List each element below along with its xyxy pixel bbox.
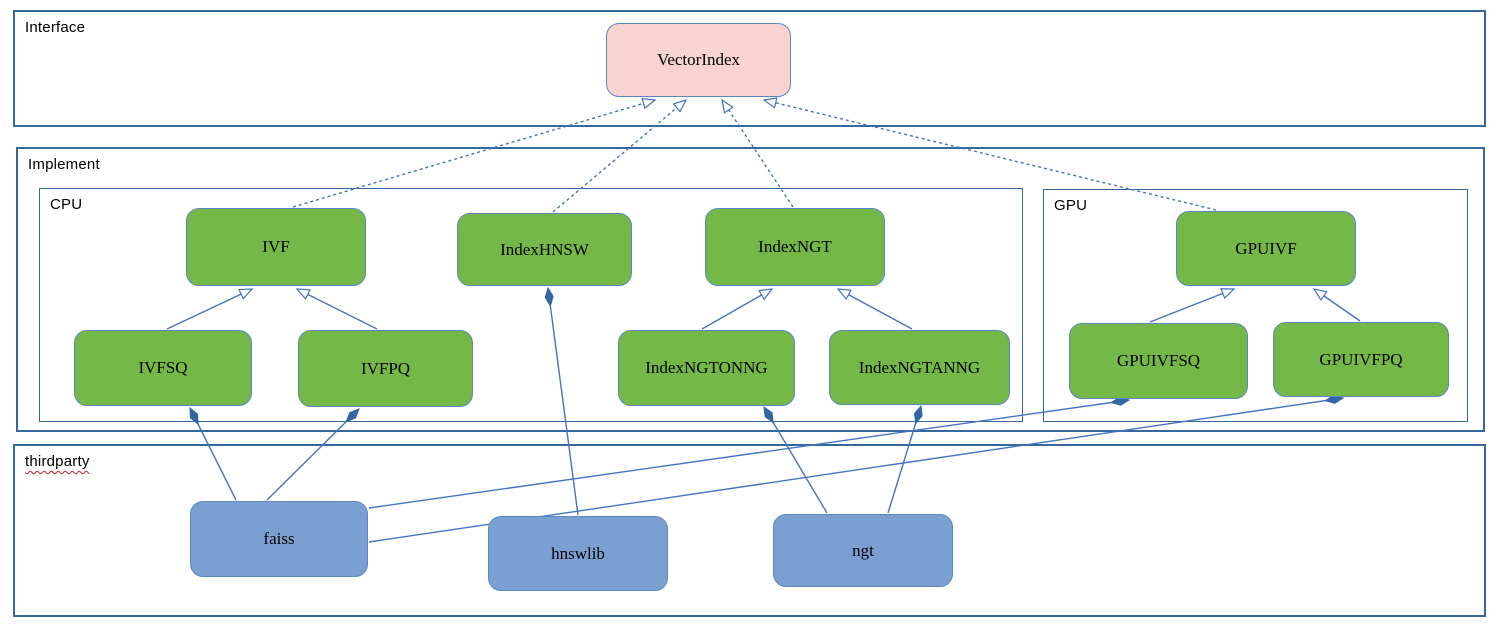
node-ngt: ngt: [773, 514, 953, 587]
node-indexngtanng-label: IndexNGTANNG: [858, 357, 981, 377]
node-gpuivf-label: GPUIVF: [1235, 238, 1297, 258]
node-gpuivf: GPUIVF: [1176, 211, 1356, 286]
node-gpuivfpq-label: GPUIVFPQ: [1319, 349, 1403, 369]
node-vectorindex: VectorIndex: [606, 23, 791, 97]
node-ivfsq-label: IVFSQ: [138, 358, 188, 377]
node-indexngtonng-label: IndexNGTONNG: [645, 358, 768, 377]
container-gpu-label: GPU: [1054, 197, 1088, 214]
node-indexhnsw-label: IndexHNSW: [500, 239, 589, 259]
node-ngt-label: ngt: [852, 540, 874, 560]
node-ivfsq: IVFSQ: [74, 330, 252, 406]
node-indexhnsw: IndexHNSW: [457, 213, 632, 286]
node-indexngtanng: IndexNGTANNG: [829, 330, 1010, 405]
node-ivf: IVF: [186, 208, 366, 286]
node-indexngt: IndexNGT: [705, 208, 885, 286]
node-hnswlib-label: hnswlib: [551, 543, 605, 563]
node-indexngt-label: IndexNGT: [758, 237, 832, 256]
node-ivfpq: IVFPQ: [298, 330, 473, 407]
node-gpuivfsq: GPUIVFSQ: [1069, 323, 1248, 399]
node-vectorindex-label: VectorIndex: [656, 50, 741, 69]
node-ivf-label: IVF: [262, 237, 290, 256]
container-thirdparty-label: thirdparty: [25, 453, 90, 470]
node-ivfpq-label: IVFPQ: [360, 358, 411, 378]
node-gpuivfpq: GPUIVFPQ: [1273, 322, 1449, 397]
node-gpuivfsq-label: GPUIVFSQ: [1116, 351, 1201, 370]
node-faiss-label: faiss: [263, 529, 295, 548]
node-indexngtonng: IndexNGTONNG: [618, 330, 795, 406]
container-implement-label: Implement: [28, 156, 100, 173]
container-cpu-label: CPU: [50, 196, 83, 213]
node-hnswlib: hnswlib: [488, 516, 668, 591]
node-faiss: faiss: [190, 501, 368, 577]
container-interface-label: Interface: [25, 19, 86, 36]
